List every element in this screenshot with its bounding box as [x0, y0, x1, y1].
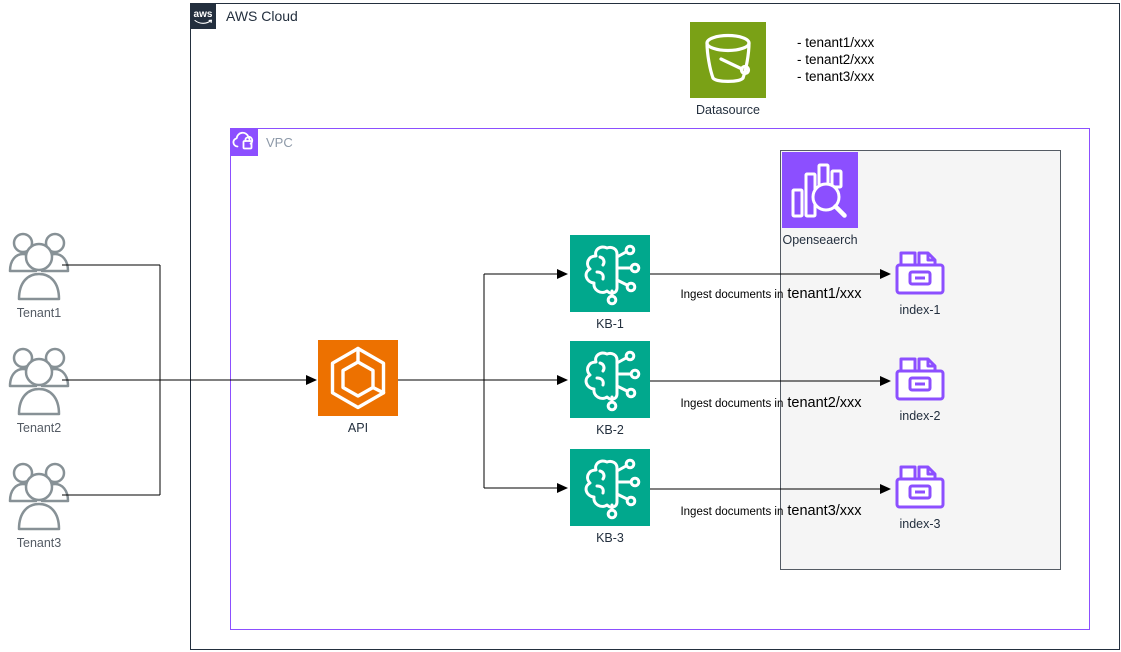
api-icon [318, 340, 398, 416]
kb-1-label: KB-1 [596, 317, 624, 331]
ingest-prefix: Ingest documents in [680, 398, 784, 410]
aws-cloud-label: AWS Cloud [226, 8, 298, 24]
kb-3-node: KB-3 [570, 449, 650, 545]
tenant-2-label: Tenant2 [16, 421, 62, 435]
tenant-3-node: Tenant3 [4, 459, 74, 550]
ingest-target: tenant3/xxx [787, 503, 862, 519]
index-3-label: index-3 [899, 517, 941, 531]
opensearch-node: Openseaerch [782, 152, 858, 247]
svg-text:aws: aws [194, 9, 213, 20]
vpc-group [230, 128, 1090, 630]
users-icon [8, 462, 70, 531]
knowledge-base-icon [570, 341, 650, 418]
knowledge-base-icon [570, 235, 650, 312]
tenant-2-node: Tenant2 [4, 344, 74, 435]
api-label: API [347, 421, 369, 435]
index-2-label: index-2 [899, 409, 941, 423]
vpc-icon [230, 128, 258, 156]
kb-1-node: KB-1 [570, 235, 650, 331]
vpc-label: VPC [266, 135, 293, 150]
s3-bucket-icon [690, 22, 766, 98]
kb-3-label: KB-3 [596, 531, 624, 545]
index-icon [895, 357, 945, 401]
index-2-node: index-2 [890, 356, 950, 423]
aws-logo-icon: aws [190, 3, 216, 29]
knowledge-base-icon [570, 449, 650, 526]
index-1-node: index-1 [890, 250, 950, 317]
api-node: API [318, 340, 398, 435]
tenant-1-node: Tenant1 [4, 229, 74, 320]
kb-2-node: KB-2 [570, 341, 650, 437]
users-icon [8, 232, 70, 301]
opensearch-icon [782, 152, 858, 228]
ingest-prefix: Ingest documents in [680, 506, 784, 518]
ingest-prefix: Ingest documents in [680, 289, 784, 301]
datasource-prefix: - tenant3/xxx [797, 69, 875, 84]
datasource-prefix: - tenant1/xxx [797, 35, 875, 50]
index-3-node: index-3 [890, 464, 950, 531]
users-icon [8, 347, 70, 416]
datasource-prefix: - tenant2/xxx [797, 52, 875, 67]
kb-2-label: KB-2 [596, 423, 624, 437]
ingest-target: tenant1/xxx [787, 286, 862, 302]
datasource-node: Datasource [690, 22, 766, 117]
index-icon [895, 251, 945, 295]
opensearch-label: Openseaerch [782, 233, 858, 247]
aws-cloud-group [190, 3, 1120, 650]
tenant-3-label: Tenant3 [16, 536, 62, 550]
tenant-1-label: Tenant1 [16, 306, 62, 320]
datasource-label: Datasource [696, 103, 760, 117]
index-1-label: index-1 [899, 303, 941, 317]
datasource-prefix-list: - tenant1/xxx - tenant2/xxx - tenant3/xx… [797, 34, 874, 85]
ingest-target: tenant2/xxx [787, 395, 862, 411]
index-icon [895, 465, 945, 509]
